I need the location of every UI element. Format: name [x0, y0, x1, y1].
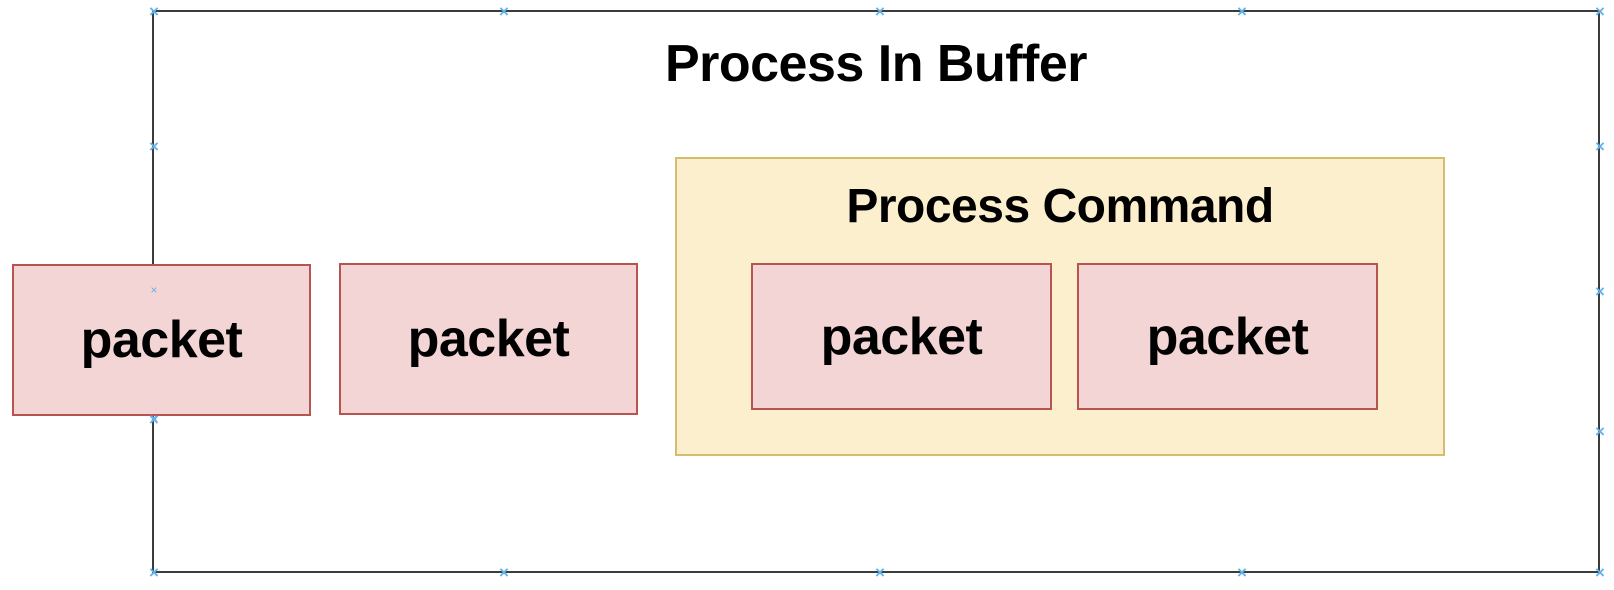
resize-handle-bottom-1[interactable]: ×: [499, 563, 509, 582]
packet-box-2[interactable]: packet: [339, 263, 638, 415]
resize-handle-bottom-center[interactable]: ×: [875, 563, 885, 582]
resize-handle-bottom-3[interactable]: ×: [1237, 563, 1247, 582]
packet-label: packet: [80, 311, 243, 369]
resize-handle-top-center[interactable]: ×: [875, 2, 885, 21]
process-in-buffer-title: Process In Buffer: [664, 35, 1088, 93]
resize-handle-left-1[interactable]: ×: [149, 137, 159, 156]
packet-label: packet: [820, 307, 983, 366]
resize-handle-bottom-left[interactable]: ×: [149, 563, 159, 582]
packet-anchor-handle-bottom[interactable]: ×: [150, 411, 158, 425]
packet-label: packet: [1146, 307, 1309, 366]
resize-handle-right-middle[interactable]: ×: [1595, 282, 1605, 301]
resize-handle-top-left[interactable]: ×: [149, 2, 159, 21]
packet-box-1[interactable]: packet × ×: [12, 264, 311, 424]
resize-handle-top-1[interactable]: ×: [499, 2, 509, 21]
resize-handle-right-3[interactable]: ×: [1595, 422, 1605, 441]
resize-handle-top-right[interactable]: ×: [1595, 2, 1605, 21]
packet-box-4[interactable]: packet: [1077, 263, 1378, 410]
process-command-container[interactable]: Process Command packet packet: [675, 157, 1445, 456]
process-command-title: Process Command: [846, 180, 1274, 233]
packet-label: packet: [407, 310, 570, 368]
packet-anchor-handle-top[interactable]: ×: [150, 283, 158, 297]
resize-handle-bottom-right[interactable]: ×: [1595, 563, 1605, 582]
resize-handle-right-1[interactable]: ×: [1595, 137, 1605, 156]
packet-box-3[interactable]: packet: [751, 263, 1052, 410]
resize-handle-left-middle[interactable]: ×: [149, 410, 159, 429]
resize-handle-top-3[interactable]: ×: [1237, 2, 1247, 21]
